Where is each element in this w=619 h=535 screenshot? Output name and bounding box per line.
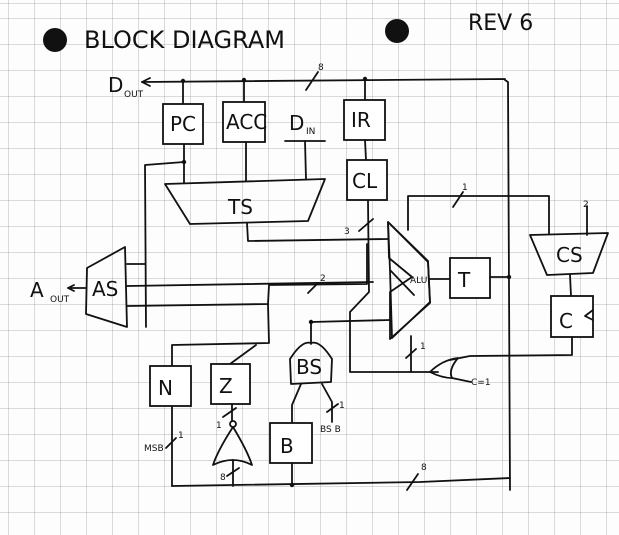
b-to-bs [291,383,302,424]
carry-width: 1 [420,342,426,352]
bullet-right [385,19,409,43]
cl-width-tick [358,218,374,232]
aout-arrow [67,284,87,292]
bottom-bus-tick [406,473,419,491]
bus-width-tick [305,71,319,91]
ts-label: TS [227,195,253,219]
n-label: N [158,376,173,400]
data-bus [141,78,511,491]
z-block [210,363,251,405]
c-to-or [449,336,573,361]
nor-width: 8 [220,473,226,483]
alu-block [387,221,431,340]
bsb-width: 1 [339,401,345,411]
as-label: AS [92,277,118,301]
nor-tick [226,467,240,477]
z-tick [222,407,237,418]
cl-block [346,159,388,201]
t-block [449,257,491,299]
to-z [229,344,257,365]
acc-label: ACC [226,110,267,134]
pc-block [162,103,204,145]
dout-subscript: OUT [124,90,144,100]
n-block [149,365,192,407]
carry-width-tick [452,191,464,208]
bsb-to-bs [321,383,333,423]
dout-arrow [141,77,151,87]
junction [506,274,512,280]
pc-to-as [144,161,185,328]
or-gate [429,357,459,379]
title: BLOCK DIAGRAM [84,26,285,54]
msb-tick [165,437,177,449]
ts-inputs [183,140,307,184]
bs-block [289,341,333,385]
to-n [171,303,270,367]
cl-to-alu-control [349,200,439,373]
msb-width: 1 [178,431,184,441]
ir-to-cl [364,139,367,161]
alu-cs-width: 1 [462,183,468,193]
ir-block [343,99,386,141]
bus-taps [182,78,366,105]
ts-to-alu [246,222,389,242]
carry-in-label: C=1 [471,378,491,388]
bullet-left [43,28,67,52]
ir-label: IR [351,108,371,132]
ts-block [164,178,326,225]
cl-label: CL [352,169,378,193]
as-select-line [126,243,368,307]
aout-subscript: OUT [50,295,70,305]
cs-block [529,232,609,276]
cl-bus-width: 3 [344,227,350,237]
din-subscript: IN [306,127,315,137]
acc-block [222,101,266,143]
cs-select-width: 2 [583,200,589,210]
b-label: B [280,434,294,458]
as-sel-tick [307,282,319,294]
dout-label: D [108,73,123,97]
bottom-bus [171,477,511,487]
as-select-width: 2 [320,274,326,284]
bsb-tick [326,403,339,413]
alu-to-cs [407,195,550,235]
carry-in-line [451,377,472,383]
cs-to-c [569,274,572,297]
alu-label: ALU [410,276,427,286]
pc-label: PC [170,112,196,136]
nor-bubble [229,420,237,428]
bsb-label: BS B [320,425,341,435]
bs-to-alu [310,319,391,323]
as-block [85,246,128,328]
z-label: Z [219,374,233,398]
din-label: D [289,111,304,135]
carry-tick [405,348,417,359]
z-width: 1 [216,421,222,431]
revision: REV 6 [468,11,533,36]
msb-label: MSB [144,444,164,454]
c-label: C [559,309,573,333]
aout-label: A [30,278,44,302]
bottom-bus-width: 8 [421,463,427,473]
t-label: T [457,268,471,292]
as-input-mid [126,281,374,287]
bs-label: BS [296,355,322,379]
b-block [269,422,313,464]
clock-icon [584,309,594,321]
cs-label: CS [556,243,583,267]
data-bus-width: 8 [318,63,324,73]
